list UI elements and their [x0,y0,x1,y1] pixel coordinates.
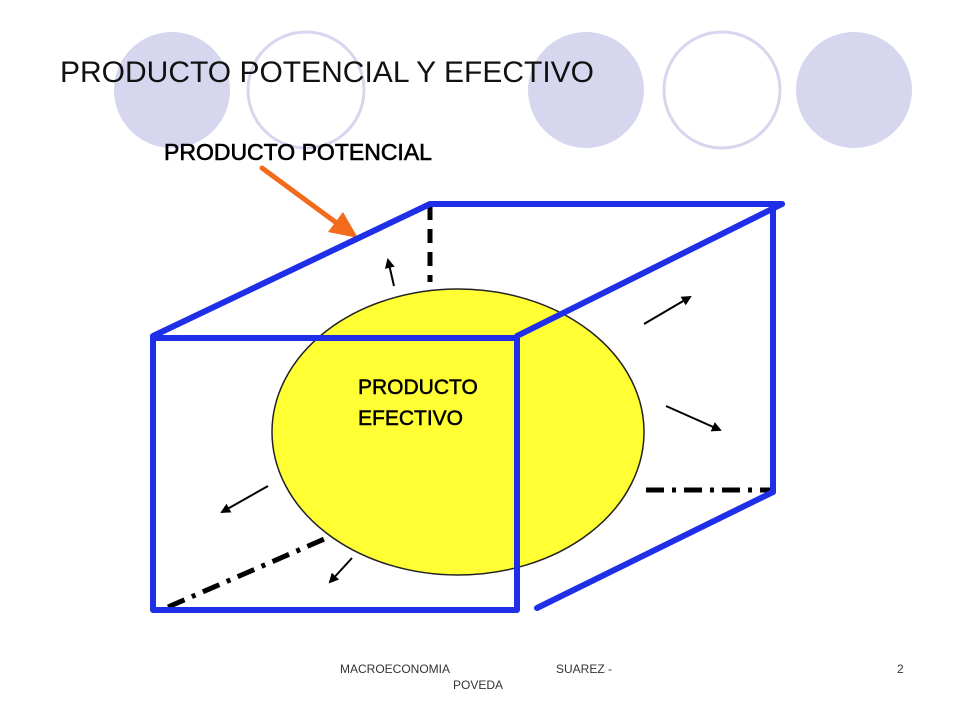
footer-author-line1: SUAREZ - [556,662,613,676]
box-top-right-edge [514,201,785,339]
potential-product-label: PRODUCTO POTENCIAL [164,139,432,165]
pointer-arrow [259,165,358,238]
deco-circle-4 [662,30,782,150]
expansion-arrow-up [384,258,395,287]
deco-circle-1 [114,32,230,148]
expansion-arrow-upper-right [643,295,692,325]
slide-title: PRODUCTO POTENCIAL Y EFECTIVO [60,56,594,89]
hidden-box-edges [167,206,772,610]
page-number: 2 [897,662,904,676]
expansion-arrow-right [665,405,722,432]
expansion-arrows [220,258,722,584]
deco-circle-3 [528,32,644,148]
box-front-face [150,335,520,613]
deco-circle-5 [796,32,912,148]
footer-author-line2: POVEDA [453,678,504,692]
footer-course: MACROECONOMIA [340,662,451,676]
expansion-arrow-lower-left [328,557,353,584]
hidden-edge-depth [167,527,346,610]
effective-product-ellipse [271,288,645,576]
effective-product-label-line2: EFECTIVO [358,407,463,430]
box-top-left-edge [150,201,433,339]
deco-circle-2 [246,30,366,150]
potential-product-box [150,201,785,613]
expansion-arrow-left [220,485,269,513]
box-bottom-right-edge [534,489,776,611]
effective-product-label-line1: PRODUCTO [358,376,478,399]
